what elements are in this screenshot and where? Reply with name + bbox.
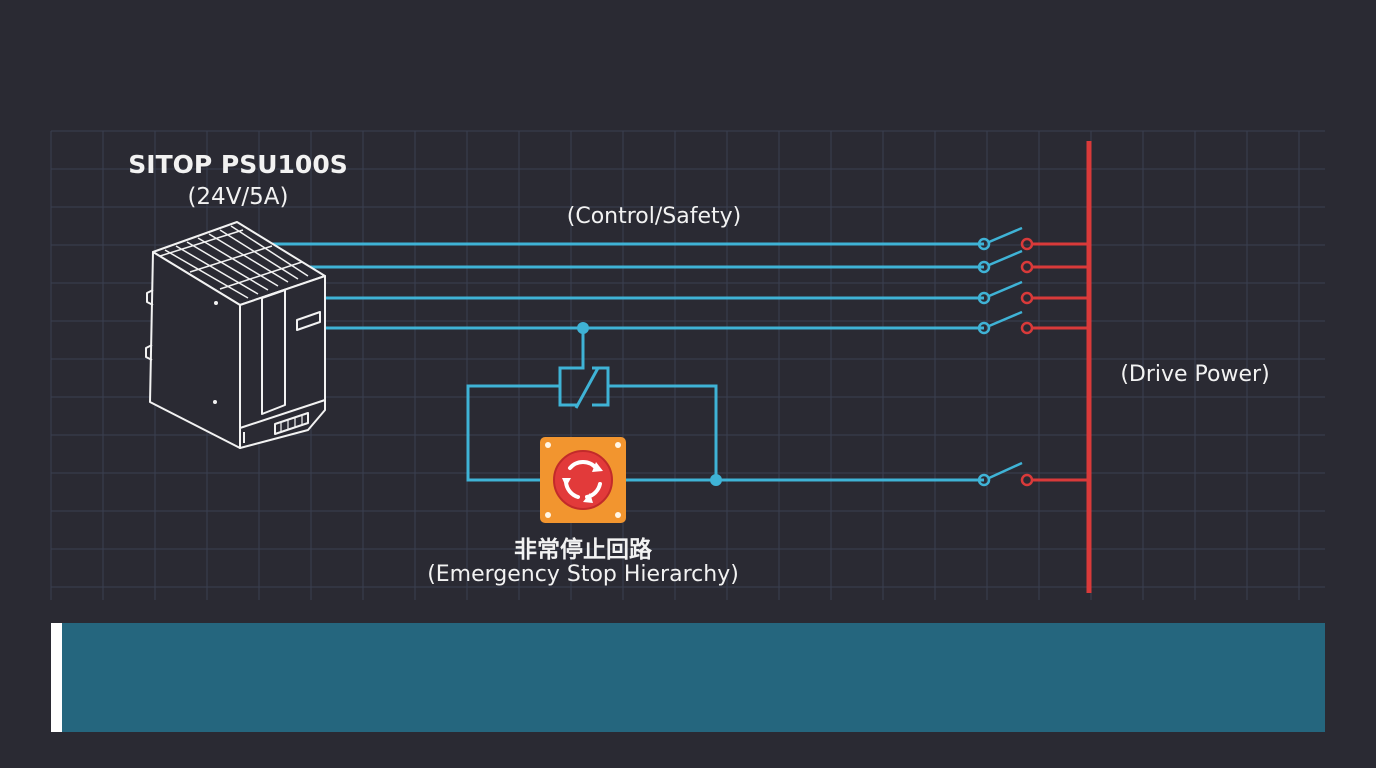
relay-contact-3 xyxy=(977,280,1034,305)
estop-contact-blade xyxy=(574,367,600,409)
control-safety-label: (Control/Safety) xyxy=(566,204,742,229)
caption-banner xyxy=(51,623,1325,732)
estop-title: 非常停止回路 xyxy=(514,537,652,563)
control-wires xyxy=(270,242,984,482)
psu-title: SITOP PSU100S xyxy=(128,150,348,179)
estop-subtitle: (Emergency Stop Hierarchy) xyxy=(427,562,739,587)
psu-subtitle: (24V/5A) xyxy=(187,184,289,210)
emergency-stop-icon xyxy=(540,437,626,523)
banner-accent-stripe xyxy=(51,623,62,732)
estop-loop-wire-right xyxy=(558,386,578,407)
junction-dot xyxy=(577,322,589,334)
relay-contacts xyxy=(977,226,1034,487)
drive-power-label: (Drive Power) xyxy=(1120,362,1270,387)
psu-icon xyxy=(145,221,326,449)
junction-dot xyxy=(710,474,722,486)
estop-contact-right-lower xyxy=(592,386,610,407)
drive-power-wires xyxy=(1032,242,1089,482)
